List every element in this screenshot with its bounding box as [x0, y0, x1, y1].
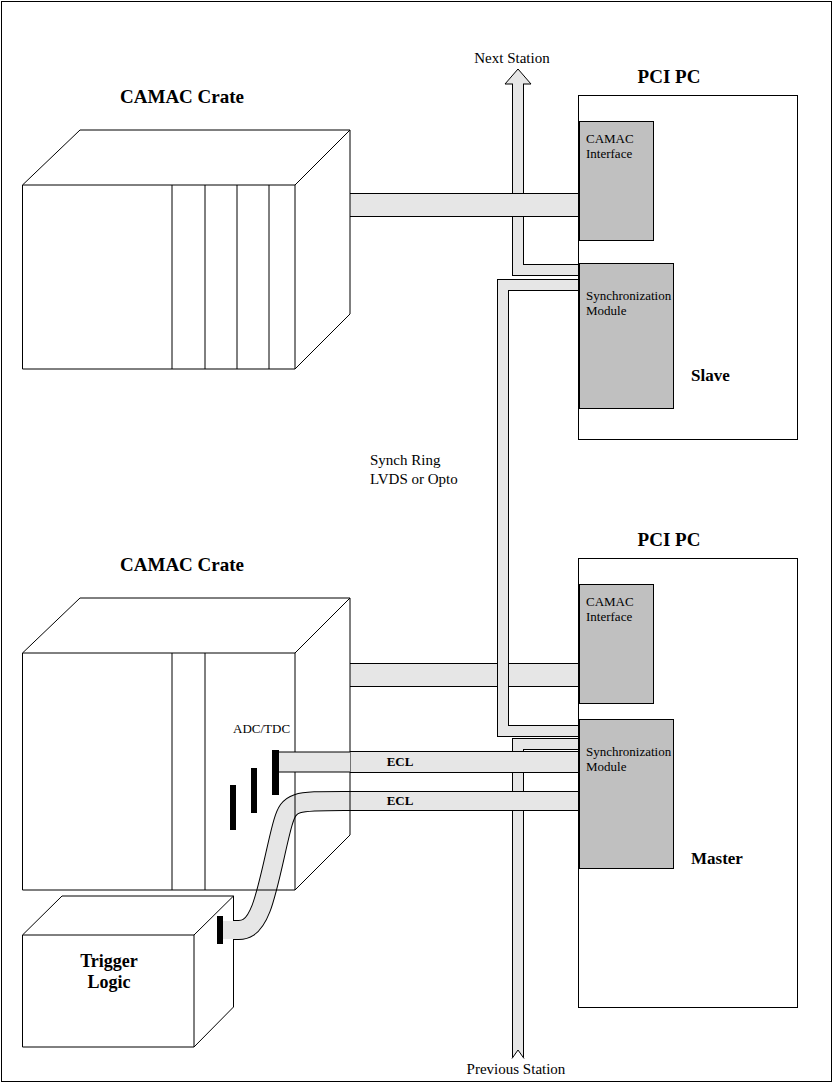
adc-tdc-module	[230, 785, 236, 830]
text-label: Next Station	[474, 50, 549, 67]
slot-divider	[269, 185, 270, 369]
module-label: CAMAC Interface	[586, 132, 651, 162]
connector-plug	[217, 916, 223, 944]
ring-band	[518, 83, 578, 270]
band-outline	[350, 751, 579, 773]
slot-divider	[205, 653, 206, 890]
ring-tail-notch	[511, 1050, 525, 1060]
cable-band	[234, 801, 579, 930]
pc-box: PCI PCSlaveCAMAC InterfaceSynchronizatio…	[578, 95, 798, 440]
cable-stub	[223, 921, 234, 939]
box-edges	[23, 598, 351, 890]
band-outline	[350, 663, 579, 687]
band-fill	[350, 752, 579, 772]
box-edges	[23, 130, 351, 369]
slot-divider	[205, 185, 206, 369]
module-label: Synchronization Module	[586, 745, 671, 775]
module-box: Synchronization Module	[579, 719, 674, 869]
band-fill	[503, 285, 579, 731]
band-outline	[503, 285, 579, 731]
crate-title: CAMAC Crate	[82, 86, 282, 108]
crate-outline	[22, 80, 350, 372]
pc-title: PCI PC	[589, 529, 749, 551]
pc-box: PCI PCMasterCAMAC InterfaceSynchronizati…	[578, 558, 798, 1008]
cable-stub-edge	[279, 752, 350, 772]
cable-band	[503, 285, 579, 731]
crate-outline	[22, 548, 350, 893]
text-label: ADC/TDC	[232, 722, 291, 737]
band-outline	[234, 801, 579, 930]
box-label: Trigger Logic	[63, 951, 155, 992]
band-fill	[234, 801, 579, 930]
camac-crate: CAMAC Crate	[22, 548, 350, 893]
band-fill	[350, 664, 579, 686]
cable-band	[350, 675, 579, 676]
module-box: CAMAC Interface	[579, 584, 654, 704]
ring-tail-line	[512, 1050, 524, 1059]
role-label: Slave	[691, 366, 730, 386]
text-label: LVDS or Opto	[370, 471, 458, 488]
signal-label: ECL	[385, 794, 416, 809]
adc-tdc-module	[251, 768, 257, 813]
trigger-box: Trigger Logic	[22, 895, 234, 1050]
module-label: Synchronization Module	[586, 289, 671, 319]
role-label: Master	[691, 849, 743, 869]
slot-divider	[172, 185, 173, 369]
ring-arrowhead	[505, 69, 531, 84]
text-label: Synch Ring	[370, 452, 440, 469]
slot-divider	[172, 653, 173, 890]
module-box: CAMAC Interface	[579, 121, 654, 241]
cable-band	[350, 205, 579, 206]
pc-title: PCI PC	[589, 66, 749, 88]
box-edges	[23, 896, 234, 1047]
module-box: Synchronization Module	[579, 263, 674, 409]
text-label: Previous Station	[467, 1061, 566, 1078]
cable-stub	[279, 752, 350, 772]
camac-crate: CAMAC Crate	[22, 80, 350, 372]
ring-band-outline	[518, 84, 578, 270]
band-fill	[350, 194, 579, 216]
slot-divider	[237, 185, 238, 369]
band-outline	[350, 193, 579, 217]
crate-title: CAMAC Crate	[82, 554, 282, 576]
signal-label: ECL	[385, 755, 416, 770]
adc-tdc-module	[272, 750, 279, 795]
module-label: CAMAC Interface	[586, 595, 651, 625]
